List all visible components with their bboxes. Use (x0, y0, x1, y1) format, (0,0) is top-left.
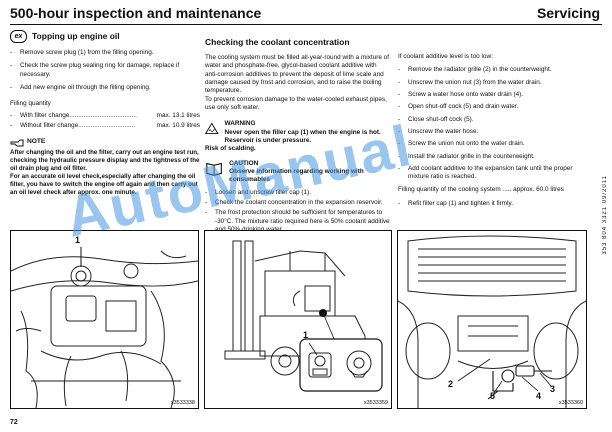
figure-code: x3533359 (363, 400, 388, 406)
coolant-section-title: Checking the coolant concentration (205, 37, 350, 47)
column-coolant: Checking the coolant concentration The c… (205, 37, 390, 236)
note-text: After changing the oil and the filter, c… (10, 148, 200, 196)
list-item: Add new engine oil through the filling o… (10, 84, 200, 93)
list-item: Remove the radiator grille (2) in the co… (398, 66, 586, 75)
ex-icon: ex (10, 30, 27, 43)
fill-row-label: With filter change......................… (20, 111, 137, 119)
final-step-list: Refit filler cap (1) and tighten it firm… (398, 200, 586, 209)
list-item: Install the radiator grille in the count… (398, 153, 586, 162)
list-item: The frost protection should be sufficien… (205, 209, 390, 234)
warning-text-block: WARNING Never open the filler cap (1) wh… (225, 120, 390, 145)
refill-intro: If coolant additive level is too low: (398, 53, 493, 60)
oil-heading: ex Topping up engine oil (10, 30, 200, 43)
oil-steps: Remove screw plug (1) from the filling o… (10, 49, 200, 93)
column-coolant-refill: If coolant additive level is too low: Re… (398, 53, 586, 213)
refill-steps: Remove the radiator grille (2) in the co… (398, 66, 586, 181)
list-item: Loosen and unscrew filler cap (1). (205, 189, 390, 198)
coolant-intro: The cooling system must be filled all-ye… (205, 54, 389, 112)
fill-quantity-label: Filling quantity (10, 100, 51, 108)
caution-text-block: CAUTION Observe information regarding wo… (229, 160, 390, 185)
warning-text: Never open the filler cap (1) when the e… (224, 128, 381, 144)
callout-2: 2 (448, 379, 454, 389)
list-item: Add coolant additive to the expansion ta… (398, 165, 586, 182)
fill-row-label: Without filter change...................… (20, 121, 136, 129)
counterweight-illustration (398, 235, 586, 408)
caution-text: Observe information regarding working wi… (229, 167, 364, 184)
header-rule (10, 24, 602, 25)
caution-block: CAUTION Observe information regarding wo… (205, 160, 390, 185)
section-title: Servicing (536, 5, 600, 21)
fill-row-value: max. 13.1 litres (156, 111, 200, 119)
list-item: Refit filler cap (1) and tighten it firm… (398, 200, 586, 209)
cooling-fill-quantity: Filling quantity of the cooling system .… (398, 185, 564, 193)
callout-1: 1 (303, 330, 309, 340)
figure-water-drain: 2 5 4 3 x3533360 (397, 230, 587, 409)
column-engine-oil: ex Topping up engine oil Remove screw pl… (10, 30, 200, 196)
engine-illustration (11, 247, 198, 408)
list-item: Check the screw plug sealing ring for da… (10, 62, 200, 79)
figure-forklift: 1 x3533359 (204, 230, 392, 409)
caution-book-icon (206, 162, 222, 176)
figure-code: x3533360 (558, 400, 583, 406)
page-number: 72 (10, 419, 18, 426)
figure-engine-oil: 1 x3533338 (10, 230, 199, 409)
forklift-illustration (224, 240, 383, 392)
warning-label: WARNING (224, 120, 256, 128)
page-title: 500-hour inspection and maintenance (10, 5, 262, 21)
list-item: Open shut-off cock (5) and drain water. (398, 103, 586, 112)
oil-section-title: Topping up engine oil (32, 30, 120, 41)
note-hand-icon (10, 139, 24, 147)
fill-row-value: max. 10.9 litres (156, 121, 200, 129)
list-item: Close shut-off cock (5). (398, 116, 586, 125)
note-heading: NOTE (10, 138, 200, 147)
list-item: Screw the union nut onto the water drain… (398, 140, 586, 149)
callout-3: 3 (550, 384, 556, 394)
note-label: NOTE (27, 138, 46, 146)
fill-quantity-list: With filter change......................… (10, 112, 200, 131)
warning-extra: Risk of scalding. (205, 145, 256, 153)
coolant-steps: Loosen and unscrew filler cap (1). Check… (205, 189, 390, 235)
callout-1: 1 (75, 235, 81, 245)
list-item: Remove screw plug (1) from the filling o… (10, 49, 200, 58)
list-item: Check the coolant concentration in the e… (205, 199, 390, 208)
figure-code: x3533338 (170, 400, 195, 406)
list-item: Unscrew the union nut (3) from the water… (398, 79, 586, 88)
list-item: With filter change......................… (10, 111, 200, 121)
callout-4: 4 (536, 391, 542, 401)
document-code: 353 804 3321 09/2011 (602, 175, 608, 255)
warning-block: WARNING Never open the filler cap (1) wh… (205, 120, 390, 145)
list-item: Unscrew the water hose. (398, 128, 586, 137)
caution-label: CAUTION (229, 159, 259, 167)
list-item: Screw a water hose onto water drain (4). (398, 91, 586, 100)
callout-5: 5 (490, 391, 496, 401)
list-item: Without filter change...................… (10, 121, 200, 131)
warning-triangle-icon (205, 122, 219, 135)
